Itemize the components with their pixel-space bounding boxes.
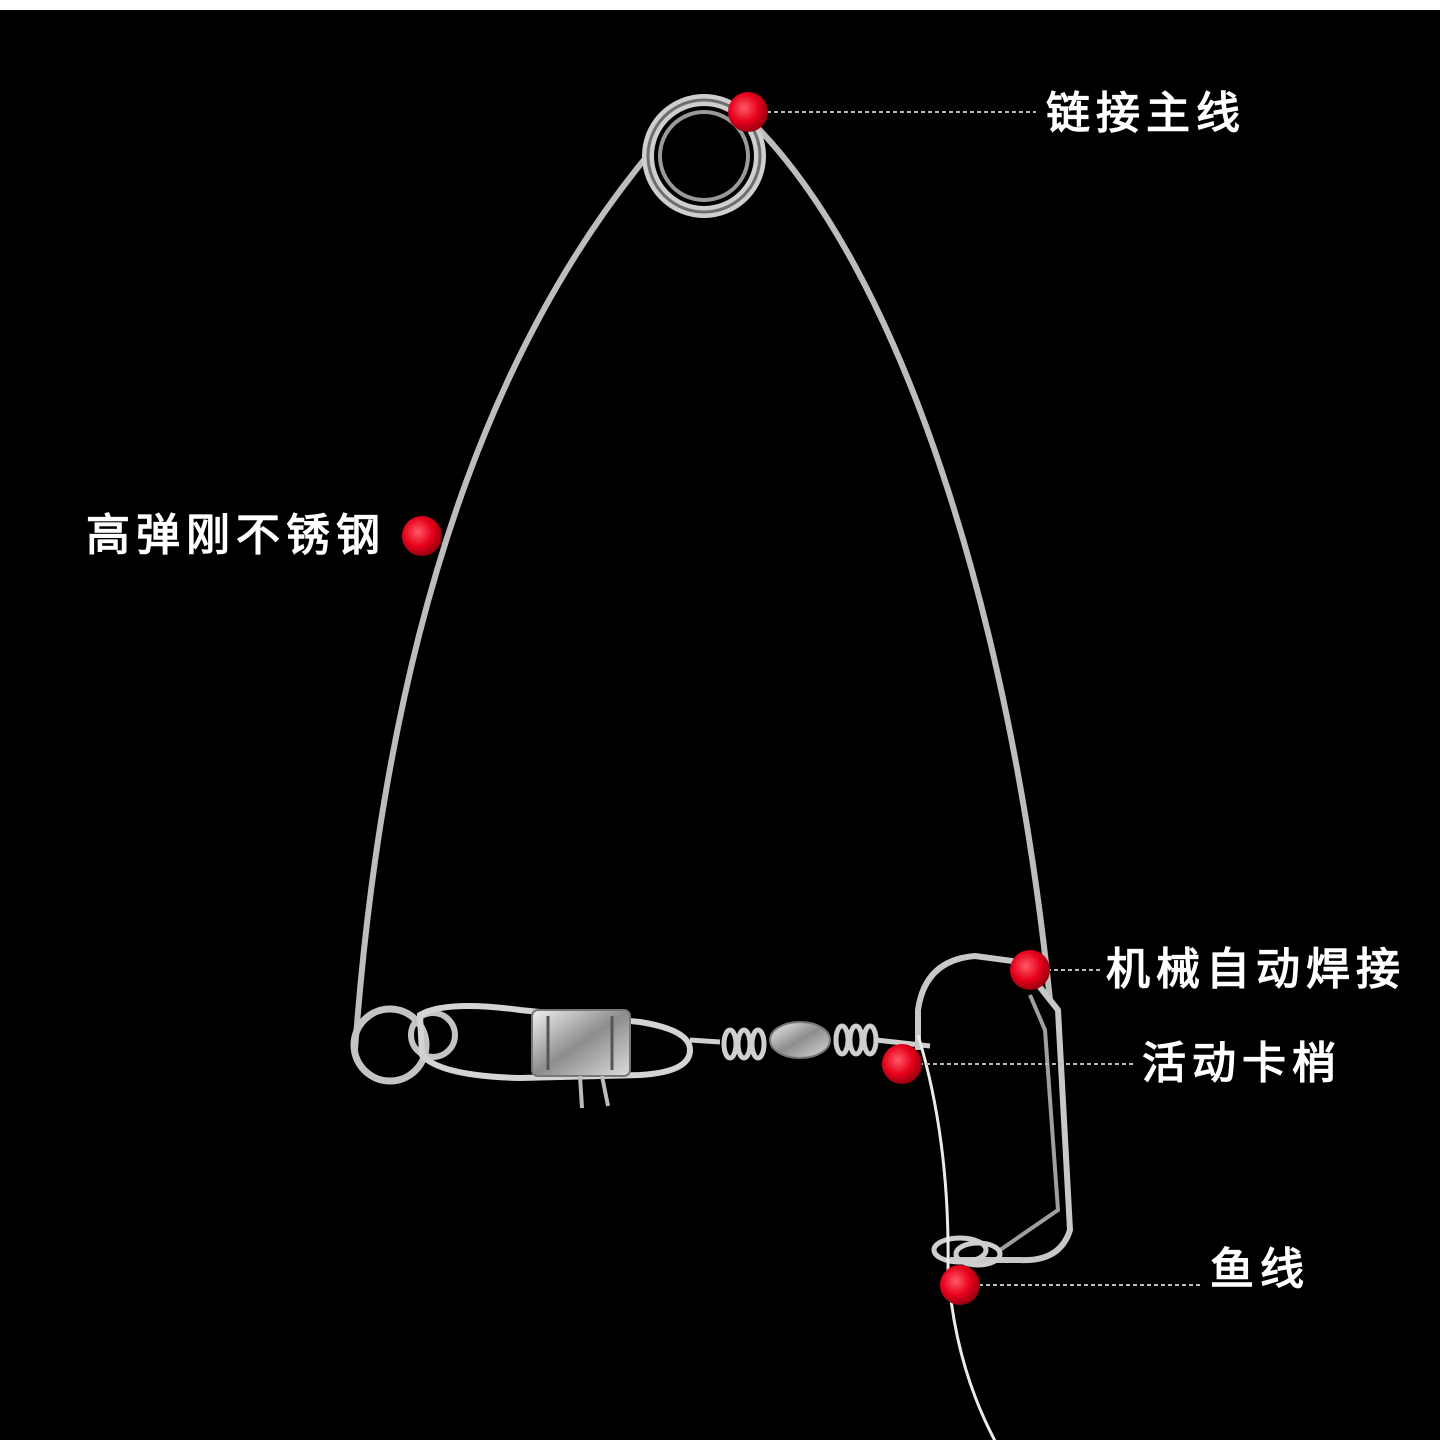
snap-swivel-icon: [416, 1003, 931, 1109]
marker-weld: [1010, 950, 1050, 990]
spring-trap-illustration: [350, 92, 1200, 1440]
inner-trigger-wire: [998, 994, 1061, 1252]
label-main-line: 链接主线: [1046, 88, 1246, 139]
marker-main-line: [728, 92, 768, 132]
label-stainless-steel: 高弹刚不锈钢: [86, 510, 386, 561]
right-wire-arm: [749, 119, 1053, 1003]
product-photo: 链接主线 高弹刚不锈钢 机械自动焊接 活动卡梢 鱼线: [0, 10, 1440, 1440]
label-movable-pin: 活动卡梢: [1142, 1038, 1342, 1089]
marker-fishing-line: [940, 1265, 980, 1305]
marker-stainless: [402, 516, 442, 556]
label-auto-weld: 机械自动焊接: [1106, 944, 1406, 995]
bottom-coil: [931, 1235, 1003, 1268]
split-ring-icon: [642, 94, 766, 218]
left-wire-arm: [352, 152, 651, 1053]
marker-pin: [882, 1044, 922, 1084]
label-fishing-line: 鱼线: [1210, 1244, 1310, 1295]
left-eye-loop: [350, 1005, 458, 1085]
trigger-hook-wire: [915, 953, 1073, 1264]
red-dot-icon: [402, 92, 1050, 1305]
